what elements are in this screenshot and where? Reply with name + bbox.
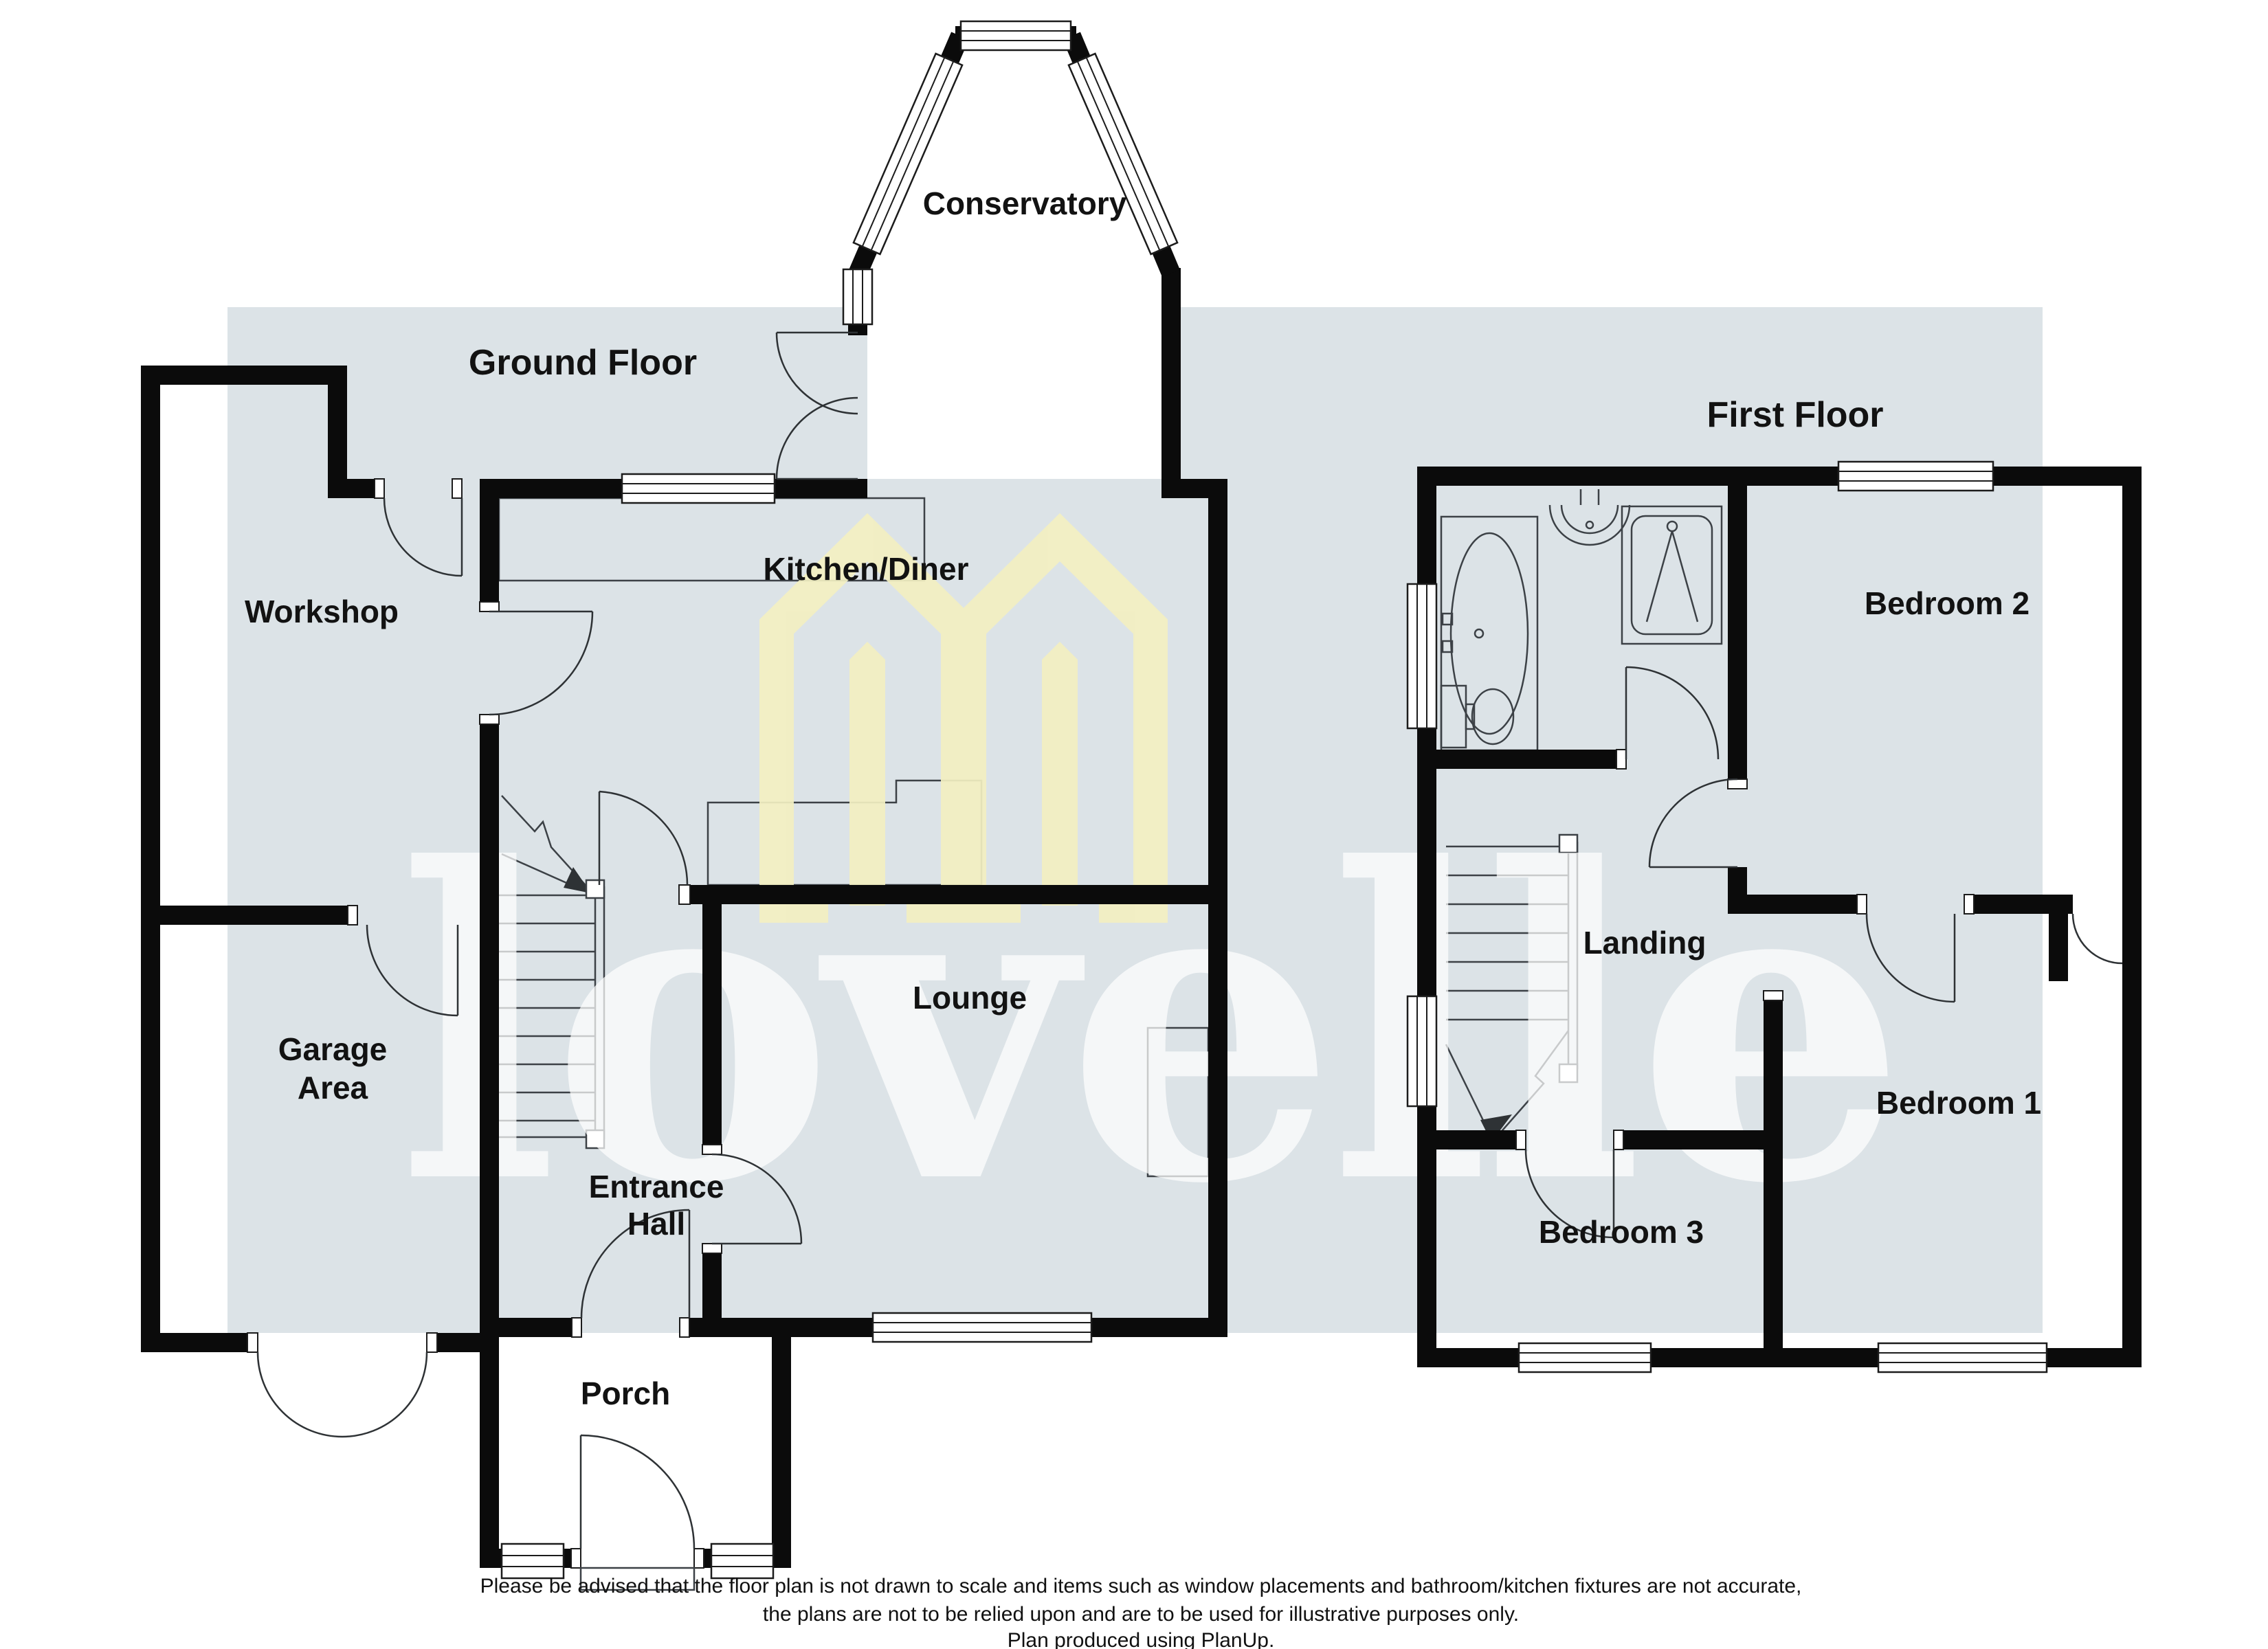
label-conservatory: Conservatory — [923, 186, 1127, 221]
conservatory-ne-window — [1067, 52, 1179, 256]
bedroom2-window — [1837, 460, 1994, 492]
hall-porch-door — [580, 1209, 691, 1319]
label-entrance-line1: Entrance — [589, 1169, 724, 1204]
bedroom3-window — [1517, 1342, 1652, 1373]
label-bedroom1: Bedroom 1 — [1876, 1085, 2041, 1121]
watermark-text: lovelle — [397, 777, 1898, 1277]
label-porch: Porch — [581, 1376, 670, 1411]
bedroom1-window — [1877, 1342, 2048, 1373]
label-bedroom3: Bedroom 3 — [1539, 1214, 1704, 1250]
cupboard-door — [2071, 913, 2123, 965]
first-floor-title: First Floor — [1706, 395, 1883, 435]
shower-cubicle — [1621, 505, 1723, 645]
lounge-window — [871, 1312, 1093, 1343]
footer-disclaimer: Please be advised that the floor plan is… — [480, 1575, 1802, 1649]
label-bedroom2: Bedroom 2 — [1865, 585, 2030, 621]
workshop-top-door — [383, 497, 463, 577]
door-frames — [247, 478, 1975, 1591]
ground-floor-stairs — [499, 795, 605, 1149]
porch-window-right — [710, 1543, 775, 1580]
labels: Ground Floor First Floor Conservatory Wo… — [245, 186, 2041, 1411]
garage-double-doors — [256, 1351, 428, 1438]
kitchen-window — [621, 473, 776, 504]
label-landing: Landing — [1583, 925, 1706, 961]
front-door — [579, 1434, 696, 1549]
bathroom-window — [1406, 583, 1438, 730]
label-lounge: Lounge — [913, 980, 1027, 1016]
white-floor-areas — [499, 48, 1164, 1549]
label-entrance-line2: Hall — [627, 1206, 685, 1242]
porch-window-left — [500, 1543, 565, 1580]
workshop-kitchen-door — [489, 610, 594, 716]
bedroom1-door — [1865, 913, 1956, 1003]
doors — [256, 331, 2123, 1549]
conservatory-side-window — [842, 268, 874, 326]
label-garage-line1: Garage — [278, 1031, 388, 1067]
conservatory-nw-window — [852, 52, 964, 256]
toilet — [1440, 684, 1515, 749]
disclaimer-line-3: Plan produced using PlanUp. — [1008, 1629, 1275, 1649]
hall-lounge-door — [711, 1153, 803, 1245]
conservatory-top-window — [959, 20, 1072, 52]
disclaimer-line-1: Please be advised that the floor plan is… — [480, 1575, 1802, 1597]
watermark-logo — [759, 513, 1168, 923]
first-floor-walls — [1417, 467, 2142, 1367]
stairs-up-arrow — [564, 867, 591, 893]
hall-kitchen-door — [598, 790, 689, 886]
bedroom3-door — [1524, 1149, 1615, 1239]
bathroom-sink — [1548, 489, 1631, 546]
windows — [500, 20, 2048, 1580]
label-kitchen-diner: Kitchen/Diner — [763, 551, 968, 587]
label-garage-line2: Area — [298, 1070, 368, 1106]
label-workshop: Workshop — [245, 594, 399, 629]
disclaimer-line-2: the plans are not to be relied upon and … — [763, 1603, 1519, 1626]
front-door-threshold — [579, 1567, 696, 1591]
ground-floor-title: Ground Floor — [469, 343, 697, 383]
bedroom2-door — [1648, 778, 1738, 868]
workshop-garage-door — [366, 924, 459, 1017]
conservatory-french-doors — [775, 331, 858, 480]
bathroom-door — [1625, 666, 1720, 760]
landing-window — [1406, 995, 1438, 1108]
